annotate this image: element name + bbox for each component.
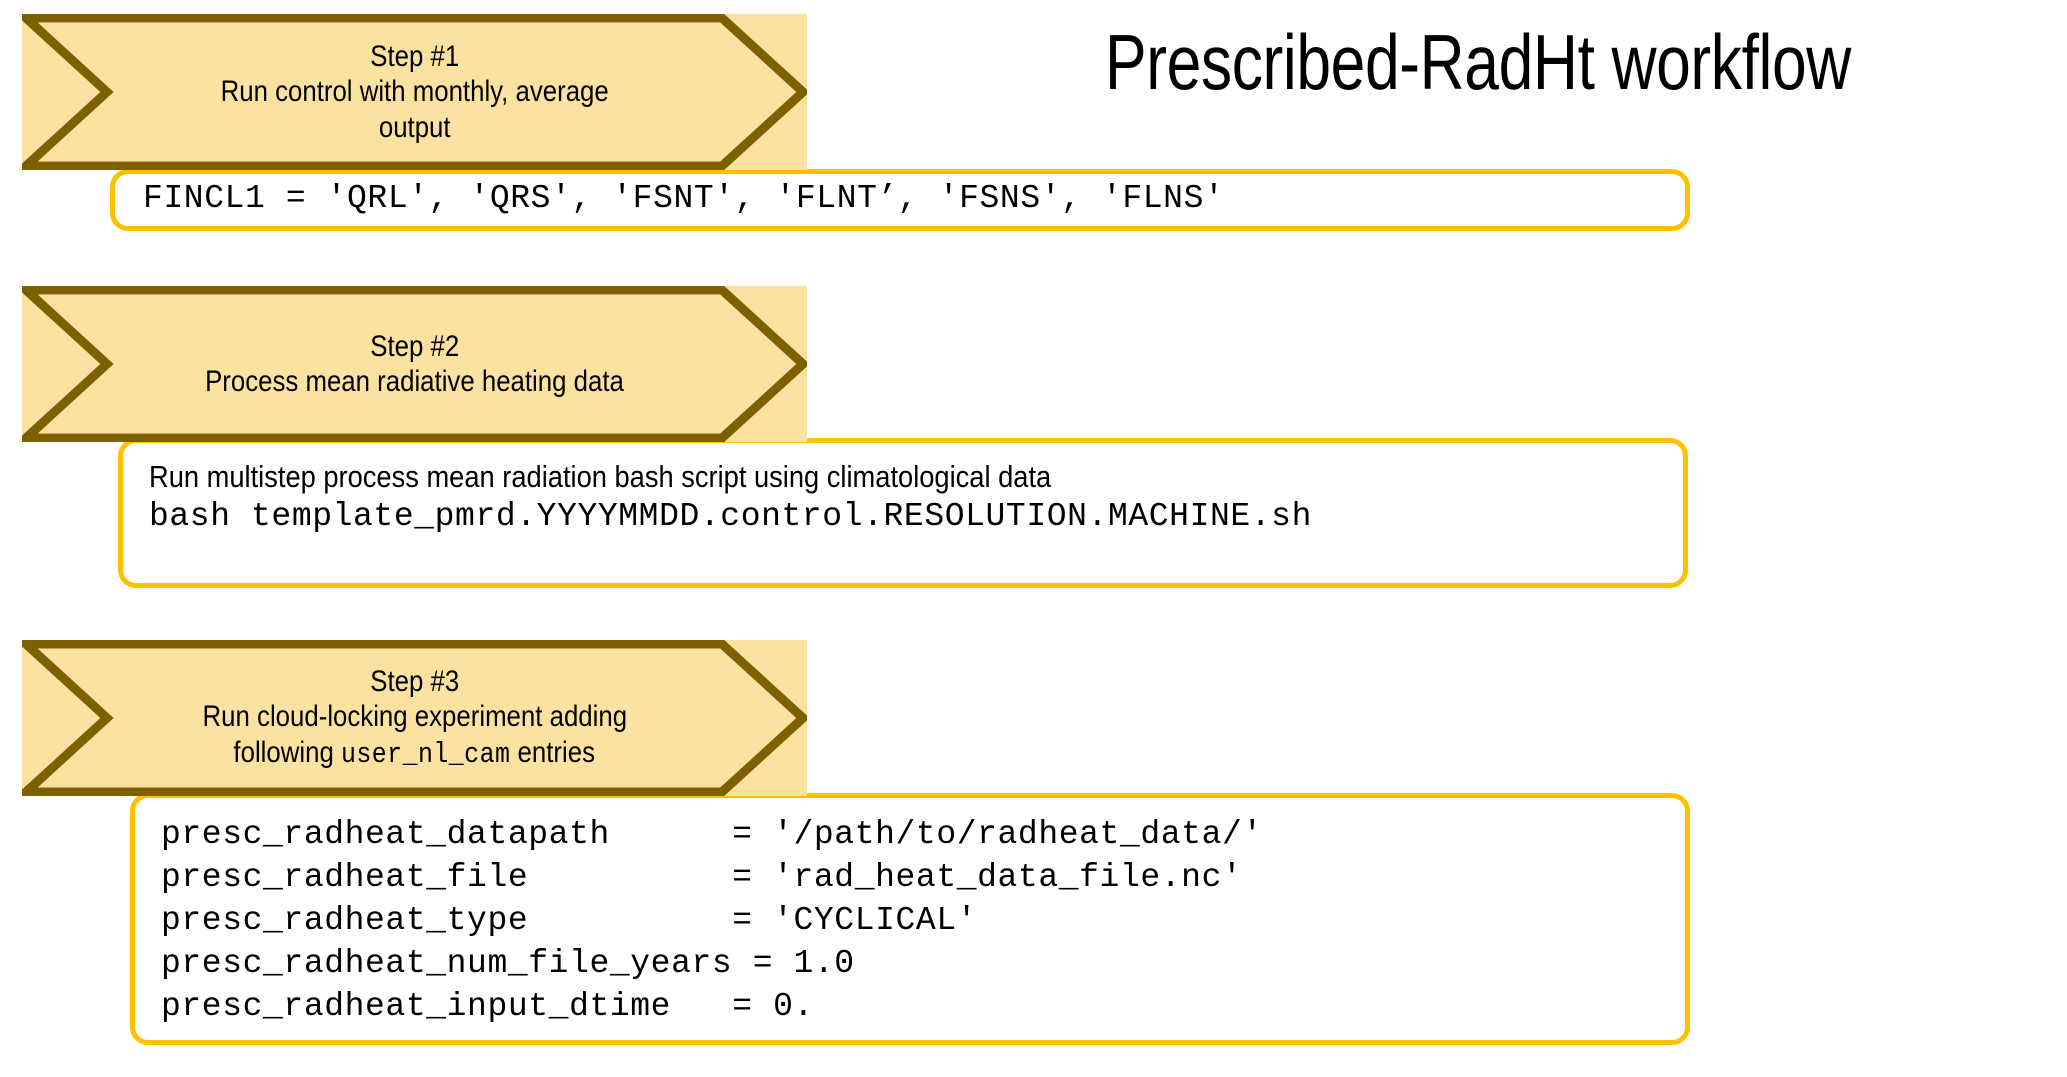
step-3-code-content: presc_radheat_datapath = '/path/to/radhe… [161,814,1673,1036]
code-line: presc_radheat_file = 'rad_heat_data_file… [161,858,1243,896]
code-line: bash template_pmrd.YYYYMMDD.control.RESO… [149,498,1312,536]
code-line: presc_radheat_num_file_years = 1.0 [161,944,855,982]
step-2-code-box: Run multistep process mean radiation bas… [118,438,1688,588]
chevron-shape-icon [22,640,807,796]
code-line: presc_radheat_datapath = '/path/to/radhe… [161,816,1263,853]
chevron-shape-icon [22,14,807,170]
chevron-shape-icon [22,286,807,442]
step-1-code-box: FINCL1 = 'QRL', 'QRS', 'FSNT', 'FLNT’, '… [110,169,1690,231]
step-2-code-content: Run multistep process mean radiation bas… [149,457,1671,579]
step-2-prose-line: Run multistep process mean radiation bas… [149,459,1052,494]
step-1-code-content: FINCL1 = 'QRL', 'QRS', 'FSNT', 'FLNT’, '… [143,178,1673,222]
step-3-code-box: presc_radheat_datapath = '/path/to/radhe… [130,793,1690,1045]
step-1-chevron-banner: Step #1 Run control with monthly, averag… [22,14,807,170]
code-line: FINCL1 = 'QRL', 'QRS', 'FSNT', 'FLNT’, '… [143,180,1225,217]
step-2-chevron-banner: Step #2 Process mean radiative heating d… [22,286,807,442]
code-line: presc_radheat_type = 'CYCLICAL' [161,901,978,939]
page-title: Prescribed-RadHt workflow [1105,18,1851,106]
step-3-chevron-banner: Step #3 Run cloud-locking experiment add… [22,640,807,796]
code-line: presc_radheat_input_dtime = 0. [161,987,814,1025]
